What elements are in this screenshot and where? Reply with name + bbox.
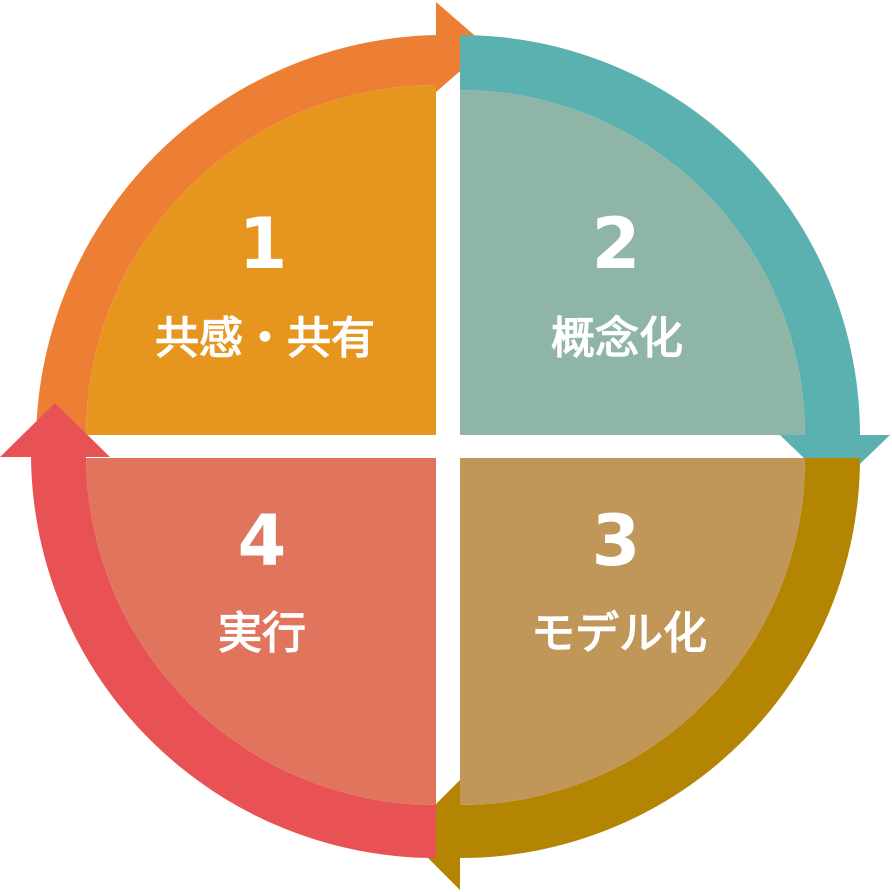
step-2-number: 2 — [592, 203, 641, 285]
arrow-step-4 — [0, 403, 436, 858]
quadrant-step-4 — [86, 458, 436, 805]
quadrants — [86, 85, 806, 805]
step-1-number: 1 — [239, 203, 288, 285]
step-1-label: 共感・共有 — [155, 313, 375, 364]
arrow-step-3 — [405, 458, 860, 890]
arrow-step-1 — [36, 2, 488, 435]
arrow-step-2 — [460, 35, 890, 488]
quadrant-labels: 1 共感・共有 2 概念化 3 モデル化 4 実行 — [155, 203, 707, 659]
step-4-label: 実行 — [218, 608, 306, 659]
quadrant-step-1 — [86, 85, 436, 435]
step-3-label: モデル化 — [531, 608, 707, 659]
quadrant-step-2 — [460, 90, 805, 435]
step-4-number: 4 — [238, 500, 287, 582]
quadrant-step-3 — [460, 458, 806, 805]
step-3-number: 3 — [592, 500, 641, 582]
step-2-label: 概念化 — [551, 313, 683, 364]
